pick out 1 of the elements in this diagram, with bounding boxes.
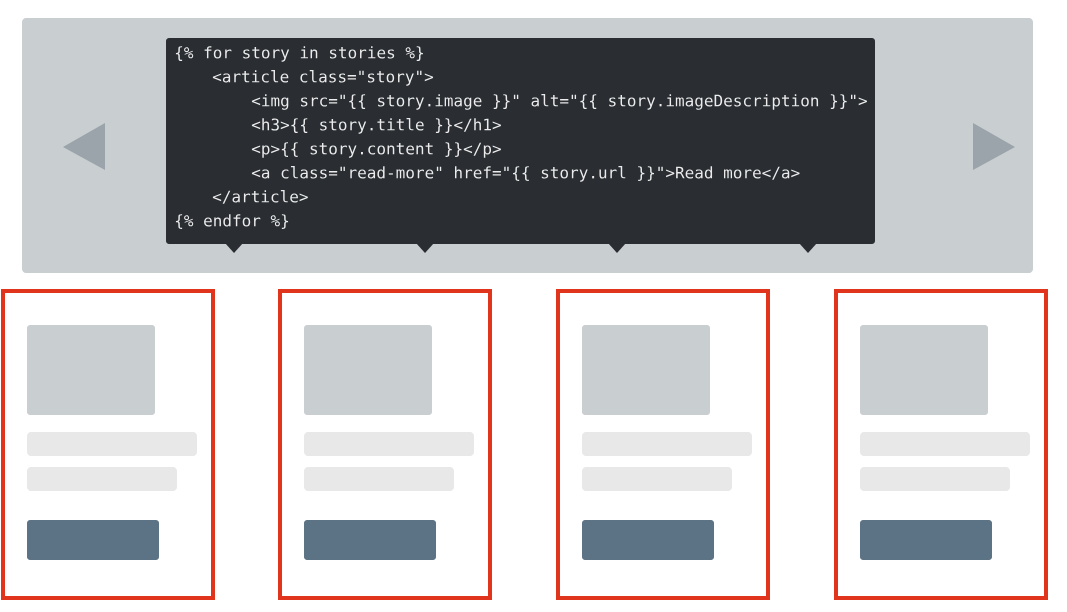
code-block: {% for story in stories %} <article class="story"> <img src="{{ story.image }}" alt="{{ story.imageDescription }}"> <h3>{{ story.title }}</h1> <p>{{ story.content }}</p> <a class="read-more" href="{{ story.url }}">Read more</a> </article> {% endfor %} — [166, 38, 875, 253]
